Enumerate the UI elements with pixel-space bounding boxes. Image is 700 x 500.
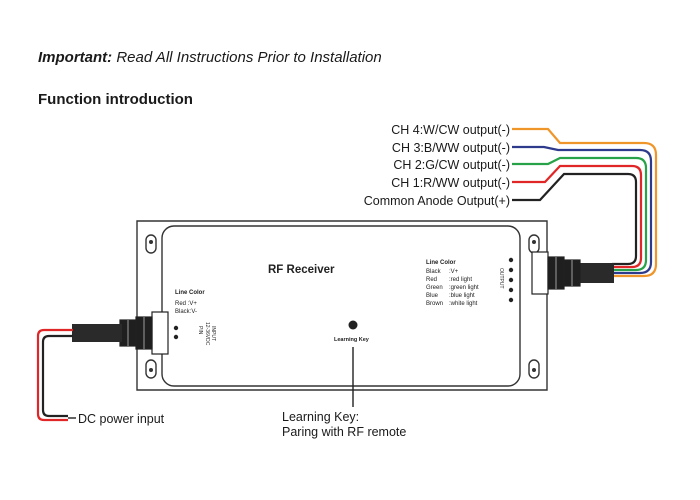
- input-cable-gland: [119, 311, 169, 355]
- important-heading: Important: Read All Instructions Prior t…: [38, 49, 382, 66]
- ch3-label: CH 3:B/WW output(-): [391, 141, 510, 155]
- learning-key-caption: Learning Key: [334, 337, 370, 343]
- common-anode-label: Common Anode Output(+): [363, 194, 510, 208]
- important-label: Important:: [38, 49, 113, 66]
- output-line-brown-name: Brown: [426, 301, 443, 307]
- wire-ch4: [512, 127, 658, 278]
- input-pin-dot-2: [173, 334, 179, 340]
- output-pin-dot-3: [508, 277, 514, 283]
- input-line-black: Black:V-: [175, 309, 197, 315]
- output-cable-gland: [531, 251, 581, 295]
- output-line-green-desc: :green light: [449, 285, 479, 291]
- output-pin-dot-4: [508, 287, 514, 293]
- output-pin-dot-1: [508, 257, 514, 263]
- input-cable: [72, 324, 122, 342]
- output-cable: [580, 263, 614, 283]
- input-pin-dot-1: [173, 325, 179, 331]
- output-rot: OUTPUT: [498, 268, 504, 289]
- receiver-housing: [136, 220, 548, 391]
- wire-ch2: [512, 156, 648, 272]
- learning-key-annotation-line2: Paring with RF remote: [282, 425, 407, 439]
- wire-ch3: [512, 145, 653, 275]
- learning-key-annotation-line1: Learning Key:: [282, 410, 360, 424]
- mount-slot-bottom-left: [145, 359, 157, 379]
- output-line-blue-desc: :blue light: [449, 293, 475, 299]
- wire-ch1: [512, 164, 643, 269]
- ch2-label: CH 2:G/CW output(-): [393, 158, 510, 172]
- output-wires: [512, 127, 658, 278]
- input-line-color-title: Line Color: [175, 290, 205, 296]
- output-line-brown-desc: :white light: [449, 301, 478, 307]
- output-line-red-name: Red: [426, 277, 437, 283]
- ch1-label: CH 1:R/WW output(-): [391, 176, 510, 190]
- important-text: Read All Instructions Prior to Installat…: [112, 49, 382, 66]
- output-line-red-desc: :red light: [449, 277, 472, 283]
- learning-key-button[interactable]: [348, 320, 358, 330]
- output-line-black-desc: :V+: [449, 269, 459, 275]
- input-line-red: Red :V+: [175, 301, 197, 307]
- input-rot-1: INPUT: [210, 326, 216, 341]
- input-rot-3: PIN: [197, 326, 203, 335]
- mount-slot-bottom-right: [528, 359, 540, 379]
- dc-power-input-label: DC power input: [78, 412, 165, 426]
- wire-input-red: [36, 328, 73, 422]
- wire-input-black: [41, 334, 73, 418]
- output-pin-dot-2: [508, 267, 514, 273]
- output-pin-dot-5: [508, 297, 514, 303]
- mount-slot-top-left: [145, 234, 157, 254]
- function-introduction-title: Function introduction: [38, 91, 193, 108]
- output-line-blue-name: Blue: [426, 293, 439, 299]
- device-title: RF Receiver: [268, 264, 335, 276]
- input-rot-2: 12-36VDC: [204, 322, 210, 346]
- ch4-label: CH 4:W/CW output(-): [391, 123, 510, 137]
- output-line-color-title: Line Color: [426, 260, 456, 266]
- output-line-green-name: Green: [426, 285, 443, 291]
- wire-common: [512, 172, 638, 266]
- output-line-black-name: Black: [426, 269, 442, 275]
- learning-key-annotation: Learning Key: Paring with RF remote: [282, 410, 406, 440]
